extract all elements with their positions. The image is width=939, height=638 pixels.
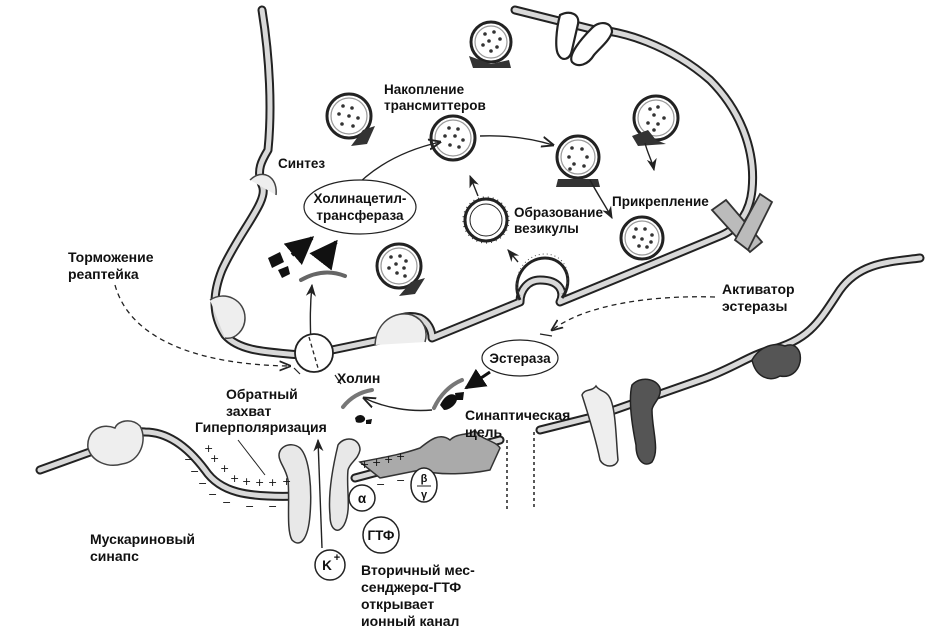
esterase-activator-label-line2: эстеразы — [722, 298, 787, 314]
plus-charge: + — [220, 462, 229, 475]
synaptic-cleft-divider — [506, 432, 535, 510]
potassium-efflux-arrow — [313, 438, 324, 549]
esterase-ellipse: Эстераза — [481, 339, 559, 377]
potassium-label: K — [322, 558, 332, 573]
esterase-label: Эстераза — [489, 351, 551, 366]
presynaptic-top-channel — [555, 11, 614, 67]
acetyl-coa-molecules — [268, 236, 347, 282]
minus-charge: − — [198, 477, 207, 490]
plus-charge: + — [230, 472, 239, 485]
reuptake-label-line1: Обратный — [226, 386, 298, 402]
second-messenger-alpha: α — [420, 579, 429, 595]
potassium-charge-label: + — [334, 552, 340, 564]
presynaptic-side-channel — [710, 192, 774, 254]
membrane-charges: + + + + + + + + − − − − − − − + + + + − … — [184, 442, 405, 513]
gtp-label: ГТФ — [368, 528, 395, 543]
g-protein-alpha-subunit: α — [348, 484, 376, 512]
plus-charge: + — [255, 476, 264, 489]
muscarinic-synapse-label-line2: синапс — [90, 548, 139, 564]
g-protein-beta-gamma-subunit: β γ — [410, 467, 438, 503]
plus-charge: + — [210, 452, 219, 465]
second-messenger-line2-text: сенджер — [361, 579, 420, 595]
postsynaptic-membrane-right — [535, 253, 925, 467]
second-messenger-caption: Вторичный мес- сенджерα-ГТФ открывает ио… — [361, 562, 475, 629]
presynaptic-membrane — [209, 5, 758, 360]
vesicle — [325, 92, 375, 146]
chat-label-line2: трансфераза — [316, 208, 404, 223]
second-messenger-line4: ионный канал — [361, 613, 459, 629]
plus-charge: + — [372, 456, 381, 469]
vesicle — [555, 134, 601, 187]
reuptake-inhibition-label-line1: Торможение — [68, 249, 154, 265]
second-messenger-line1: Вторичный мес- — [361, 562, 475, 578]
empty-vesicle — [462, 196, 510, 244]
vesicle-accumulating — [429, 114, 477, 162]
minus-charge: − — [376, 478, 385, 491]
reuptake-inhibition-label-line2: реаптейка — [68, 266, 139, 282]
vesicle-docked — [619, 215, 665, 261]
vesicle — [375, 242, 425, 296]
reuptake-inhibition-arrow — [114, 284, 290, 366]
reuptake-label-line2: захват — [226, 403, 272, 419]
minus-charge: − — [222, 496, 231, 509]
acetylcholine-fragments — [341, 378, 464, 424]
gtp-molecule: ГТФ — [362, 516, 400, 554]
plus-charge: + — [204, 442, 213, 455]
plus-charge: + — [360, 458, 369, 471]
minus-charge: − — [396, 474, 405, 487]
plus-charge: + — [396, 450, 405, 463]
synthesis-label: Синтез — [278, 156, 325, 171]
beta-label: β — [421, 473, 428, 485]
minus-charge: − — [268, 500, 277, 513]
alpha-label: α — [358, 491, 367, 506]
vesicle-formation-label-line2: везикулы — [514, 221, 579, 236]
vesicle — [632, 94, 680, 146]
second-messenger-line3: открывает — [361, 596, 434, 612]
potassium-ion: K + — [314, 549, 346, 581]
choline-transporter — [293, 333, 342, 385]
minus-charge: − — [245, 500, 254, 513]
minus-charge: − — [190, 465, 199, 478]
muscarinic-receptor — [358, 428, 501, 479]
chat-label-line1: Холинацетил- — [314, 191, 407, 206]
synaptic-cleft-label-line1: Синаптическая — [465, 407, 570, 423]
vesicle — [469, 20, 513, 68]
potassium-channel — [278, 438, 361, 544]
accumulation-label-line1: Накопление — [384, 82, 465, 97]
plus-charge: + — [282, 475, 291, 488]
esterase-arrow — [464, 368, 491, 390]
second-messenger-line2: сенджерα-ГТФ — [361, 579, 461, 595]
cycle-arrows — [305, 135, 657, 347]
synaptic-cleft-label-line2: щель — [465, 424, 502, 440]
esterase-activator-label-line1: Активатор — [722, 281, 795, 297]
vesicle-formation-label-line1: Образование — [514, 205, 603, 220]
plus-charge: + — [384, 453, 393, 466]
hyperpolarization-pointer — [237, 439, 266, 476]
plus-charge: + — [268, 476, 277, 489]
plus-charge: + — [242, 475, 251, 488]
attachment-label: Прикрепление — [612, 194, 709, 209]
minus-charge: − — [208, 488, 217, 501]
gamma-label: γ — [421, 489, 428, 501]
choline-label: Холин — [337, 370, 380, 386]
hyperpolarization-label: Гиперполяризация — [195, 419, 327, 435]
esterase-activator-arrow — [552, 296, 716, 330]
minus-charge: − — [184, 453, 193, 466]
accumulation-label-line2: трансмиттеров — [384, 98, 486, 113]
muscarinic-synapse-label-line1: Мускариновый — [90, 531, 195, 547]
second-messenger-gtp: -ГТФ — [429, 579, 462, 595]
choline-acetyltransferase-ellipse: Холинацетил- трансфераза — [303, 179, 417, 235]
